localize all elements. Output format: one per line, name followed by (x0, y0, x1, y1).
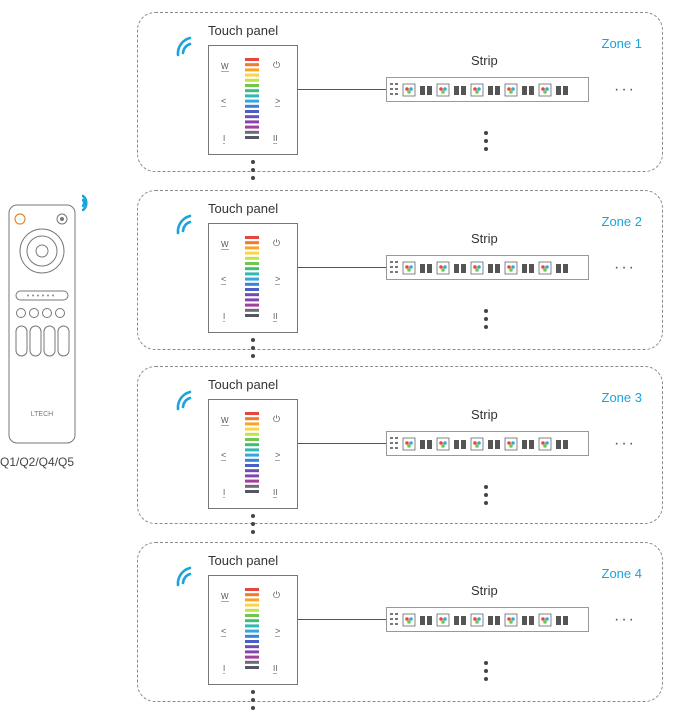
ii-button: II (273, 488, 278, 498)
zone-label: Zone 4 (601, 566, 642, 581)
led-strip (386, 255, 589, 280)
remote-wifi-icon (80, 192, 96, 214)
remote-control: LTECH (8, 204, 76, 444)
more-strips-dots (484, 661, 488, 685)
color-slider (244, 588, 260, 672)
strip-title: Strip (471, 583, 498, 598)
zone-2: Touch panel W ⏻ < > I II Strip ··· Zone … (137, 190, 663, 358)
remote-control-icon: LTECH (8, 204, 76, 444)
more-panels-dots (251, 514, 255, 538)
i-button: I (223, 312, 226, 322)
zone-4: Touch panel W ⏻ < > I II Strip ··· Zone … (137, 542, 663, 710)
zone-1: Touch panel W ⏻ < > I II Strip ··· Zone … (137, 12, 663, 180)
ii-button: II (273, 312, 278, 322)
touch-panel-title: Touch panel (208, 23, 279, 38)
strip-continuation: ··· (614, 259, 636, 276)
i-button: I (223, 488, 226, 498)
strip-continuation: ··· (614, 81, 636, 98)
color-slider (244, 58, 260, 142)
ii-button: II (273, 664, 278, 674)
touch-panel: W ⏻ < > I II (208, 45, 298, 155)
touch-panel: W ⏻ < > I II (208, 399, 298, 509)
more-strips-dots (484, 131, 488, 155)
more-panels-dots (251, 160, 255, 184)
i-button: I (223, 134, 226, 144)
connection-line (298, 443, 386, 444)
wifi-icon (172, 565, 194, 587)
left-button: < (221, 96, 227, 107)
strip-continuation: ··· (614, 611, 636, 628)
zone-label: Zone 1 (601, 36, 642, 51)
ii-button: II (273, 134, 278, 144)
i-button: I (223, 664, 226, 674)
w-button: W (221, 416, 229, 426)
led-strip (386, 77, 589, 102)
right-button: > (275, 450, 281, 461)
power-icon: ⏻ (273, 590, 281, 600)
connection-line (298, 267, 386, 268)
strip-title: Strip (471, 53, 498, 68)
touch-panel-title: Touch panel (208, 553, 279, 568)
more-strips-dots (484, 309, 488, 333)
w-button: W (221, 240, 229, 250)
touch-panel-title: Touch panel (208, 201, 279, 216)
right-button: > (275, 96, 281, 107)
strip-continuation: ··· (614, 435, 636, 452)
led-strip (386, 431, 589, 456)
right-button: > (275, 274, 281, 285)
wifi-icon (172, 389, 194, 411)
connection-line (298, 89, 386, 90)
touch-panel-title: Touch panel (208, 377, 279, 392)
left-button: < (221, 274, 227, 285)
svg-text:LTECH: LTECH (31, 411, 53, 418)
more-panels-dots (251, 690, 255, 714)
connection-line (298, 619, 386, 620)
color-slider (244, 236, 260, 320)
more-strips-dots (484, 485, 488, 509)
wifi-icon (172, 35, 194, 57)
strip-title: Strip (471, 231, 498, 246)
remote-model-label: Q1/Q2/Q4/Q5 (0, 455, 75, 469)
right-button: > (275, 626, 281, 637)
left-button: < (221, 450, 227, 461)
zone-3: Touch panel W ⏻ < > I II Strip ··· Zone … (137, 366, 663, 534)
left-button: < (221, 626, 227, 637)
wifi-icon (172, 213, 194, 235)
w-button: W (221, 592, 229, 602)
led-strip (386, 607, 589, 632)
power-icon: ⏻ (273, 414, 281, 424)
zone-label: Zone 3 (601, 390, 642, 405)
more-panels-dots (251, 338, 255, 362)
power-icon: ⏻ (273, 60, 281, 70)
touch-panel: W ⏻ < > I II (208, 223, 298, 333)
w-button: W (221, 62, 229, 72)
touch-panel: W ⏻ < > I II (208, 575, 298, 685)
color-slider (244, 412, 260, 496)
strip-title: Strip (471, 407, 498, 422)
zone-label: Zone 2 (601, 214, 642, 229)
power-icon: ⏻ (273, 238, 281, 248)
